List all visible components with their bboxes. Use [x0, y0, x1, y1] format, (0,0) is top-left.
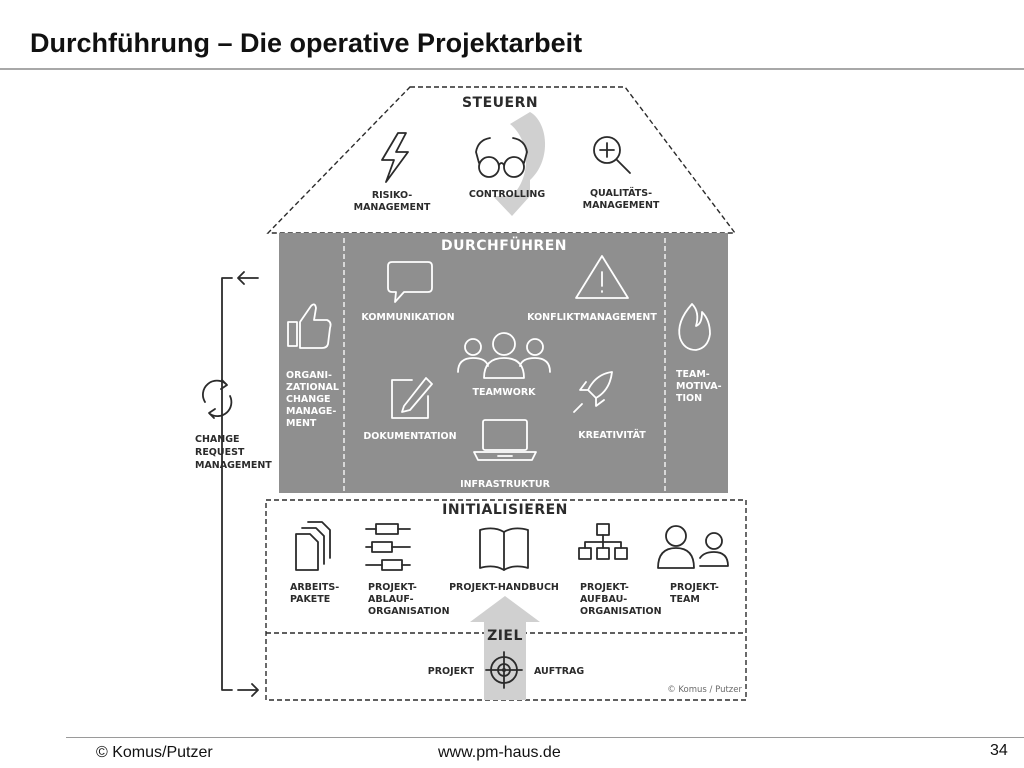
foundation-item-1-line-1: ARBEITS- [290, 582, 339, 593]
goal-arrow-icon [470, 596, 540, 700]
base-title: ZIEL [487, 628, 523, 644]
thumbs-up-icon [287, 303, 332, 349]
base-left-label: PROJEKT [428, 666, 475, 677]
roof-item-label-2: CONTROLLING [469, 189, 545, 200]
foundation-title: INITIALISIEREN [442, 502, 568, 518]
side-line-2: REQUEST [195, 447, 245, 458]
footer-copyright: © Komus/Putzer [96, 744, 213, 761]
flame-icon [678, 303, 711, 351]
left-col-line-1: ORGANI- [286, 370, 332, 381]
roof-title: STEUERN [462, 95, 538, 111]
foundation-item-5-line-1: PROJEKT- [670, 582, 719, 593]
body-item-label-2: KONFLIKTMANAGEMENT [527, 312, 657, 323]
footer-website: www.pm-haus.de [438, 744, 561, 761]
magnifier-plus-icon [593, 136, 631, 174]
footer-divider [66, 737, 1024, 738]
body-durchfuehren: DURCHFÜHREN ORGANI- ZATIONAL CHANGE MANA… [279, 233, 728, 493]
foundation-item-3-line-1: PROJEKT-HANDBUCH [449, 582, 559, 593]
book-icon [479, 527, 529, 571]
body-item-label-3: TEAMWORK [472, 387, 536, 398]
side-line-1: CHANGE [195, 434, 240, 445]
change-request-loop: CHANGE REQUEST MANAGEMENT [195, 271, 272, 697]
roof-steuern: STEUERN RISIKO- MANAGEMENT CONTROLLING Q… [266, 86, 737, 234]
page-number: 34 [990, 742, 1008, 759]
base-right-label: AUFTRAG [534, 666, 584, 677]
foundation-item-4-line-1: PROJEKT- [580, 582, 629, 593]
left-col-line-3: CHANGE [286, 394, 331, 405]
team-icon [657, 525, 729, 569]
foundation-item-4-line-2: AUFBAU- [580, 594, 627, 605]
speech-bubble-icon [387, 261, 433, 303]
left-col-line-5: MENT [286, 418, 317, 429]
edit-icon [391, 377, 433, 419]
documents-icon [295, 521, 331, 571]
roof-item-label-1: RISIKO- [372, 190, 412, 201]
body-item-label-6: INFRASTRUKTUR [460, 479, 551, 490]
target-icon [485, 651, 523, 689]
right-col-line-1: TEAM- [676, 369, 710, 380]
foundation-item-1-line-2: PAKETE [290, 594, 330, 605]
glasses-icon [475, 137, 528, 178]
roof-item-label-3b: MANAGEMENT [583, 200, 660, 211]
laptop-icon [473, 419, 537, 461]
slide-title: Durchführung – Die operative Projektarbe… [30, 28, 583, 58]
foundation-item-4-line-3: ORGANISATION [580, 606, 662, 617]
rocket-icon [573, 371, 613, 413]
right-col-line-2: MOTIVA- [676, 381, 722, 392]
left-col-line-4: MANAGE- [286, 406, 336, 417]
roof-item-label-3: QUALITÄTS- [590, 188, 652, 199]
base-ziel: ZIEL PROJEKT AUFTRAG © Komus / Putzer [428, 596, 742, 700]
arrow-right-icon [237, 683, 259, 697]
roof-item-label-1b: MANAGEMENT [354, 202, 431, 213]
steering-arrow-icon [493, 112, 546, 216]
side-line-3: MANAGEMENT [195, 460, 272, 471]
cycle-arrows-icon [202, 379, 233, 419]
process-icon [365, 523, 411, 571]
foundation-item-2-line-3: ORGANISATION [368, 606, 450, 617]
foundation-item-5-line-2: TEAM [670, 594, 700, 605]
org-chart-icon [578, 523, 628, 560]
group-icon [457, 332, 551, 379]
foundation-item-2-line-1: PROJEKT- [368, 582, 417, 593]
body-item-label-5: KREATIVITÄT [578, 430, 646, 441]
diagram-copyright: © Komus / Putzer [667, 685, 742, 695]
body-title: DURCHFÜHREN [441, 236, 567, 254]
arrow-left-icon [237, 271, 259, 285]
lightning-icon [381, 132, 409, 183]
body-item-label-1: KOMMUNIKATION [361, 312, 454, 323]
title-divider [0, 68, 1024, 70]
left-col-line-2: ZATIONAL [286, 382, 339, 393]
foundation-item-2-line-2: ABLAUF- [368, 594, 414, 605]
right-col-line-3: TION [676, 393, 702, 404]
warning-icon [575, 255, 629, 299]
body-item-label-4: DOKUMENTATION [363, 431, 456, 442]
